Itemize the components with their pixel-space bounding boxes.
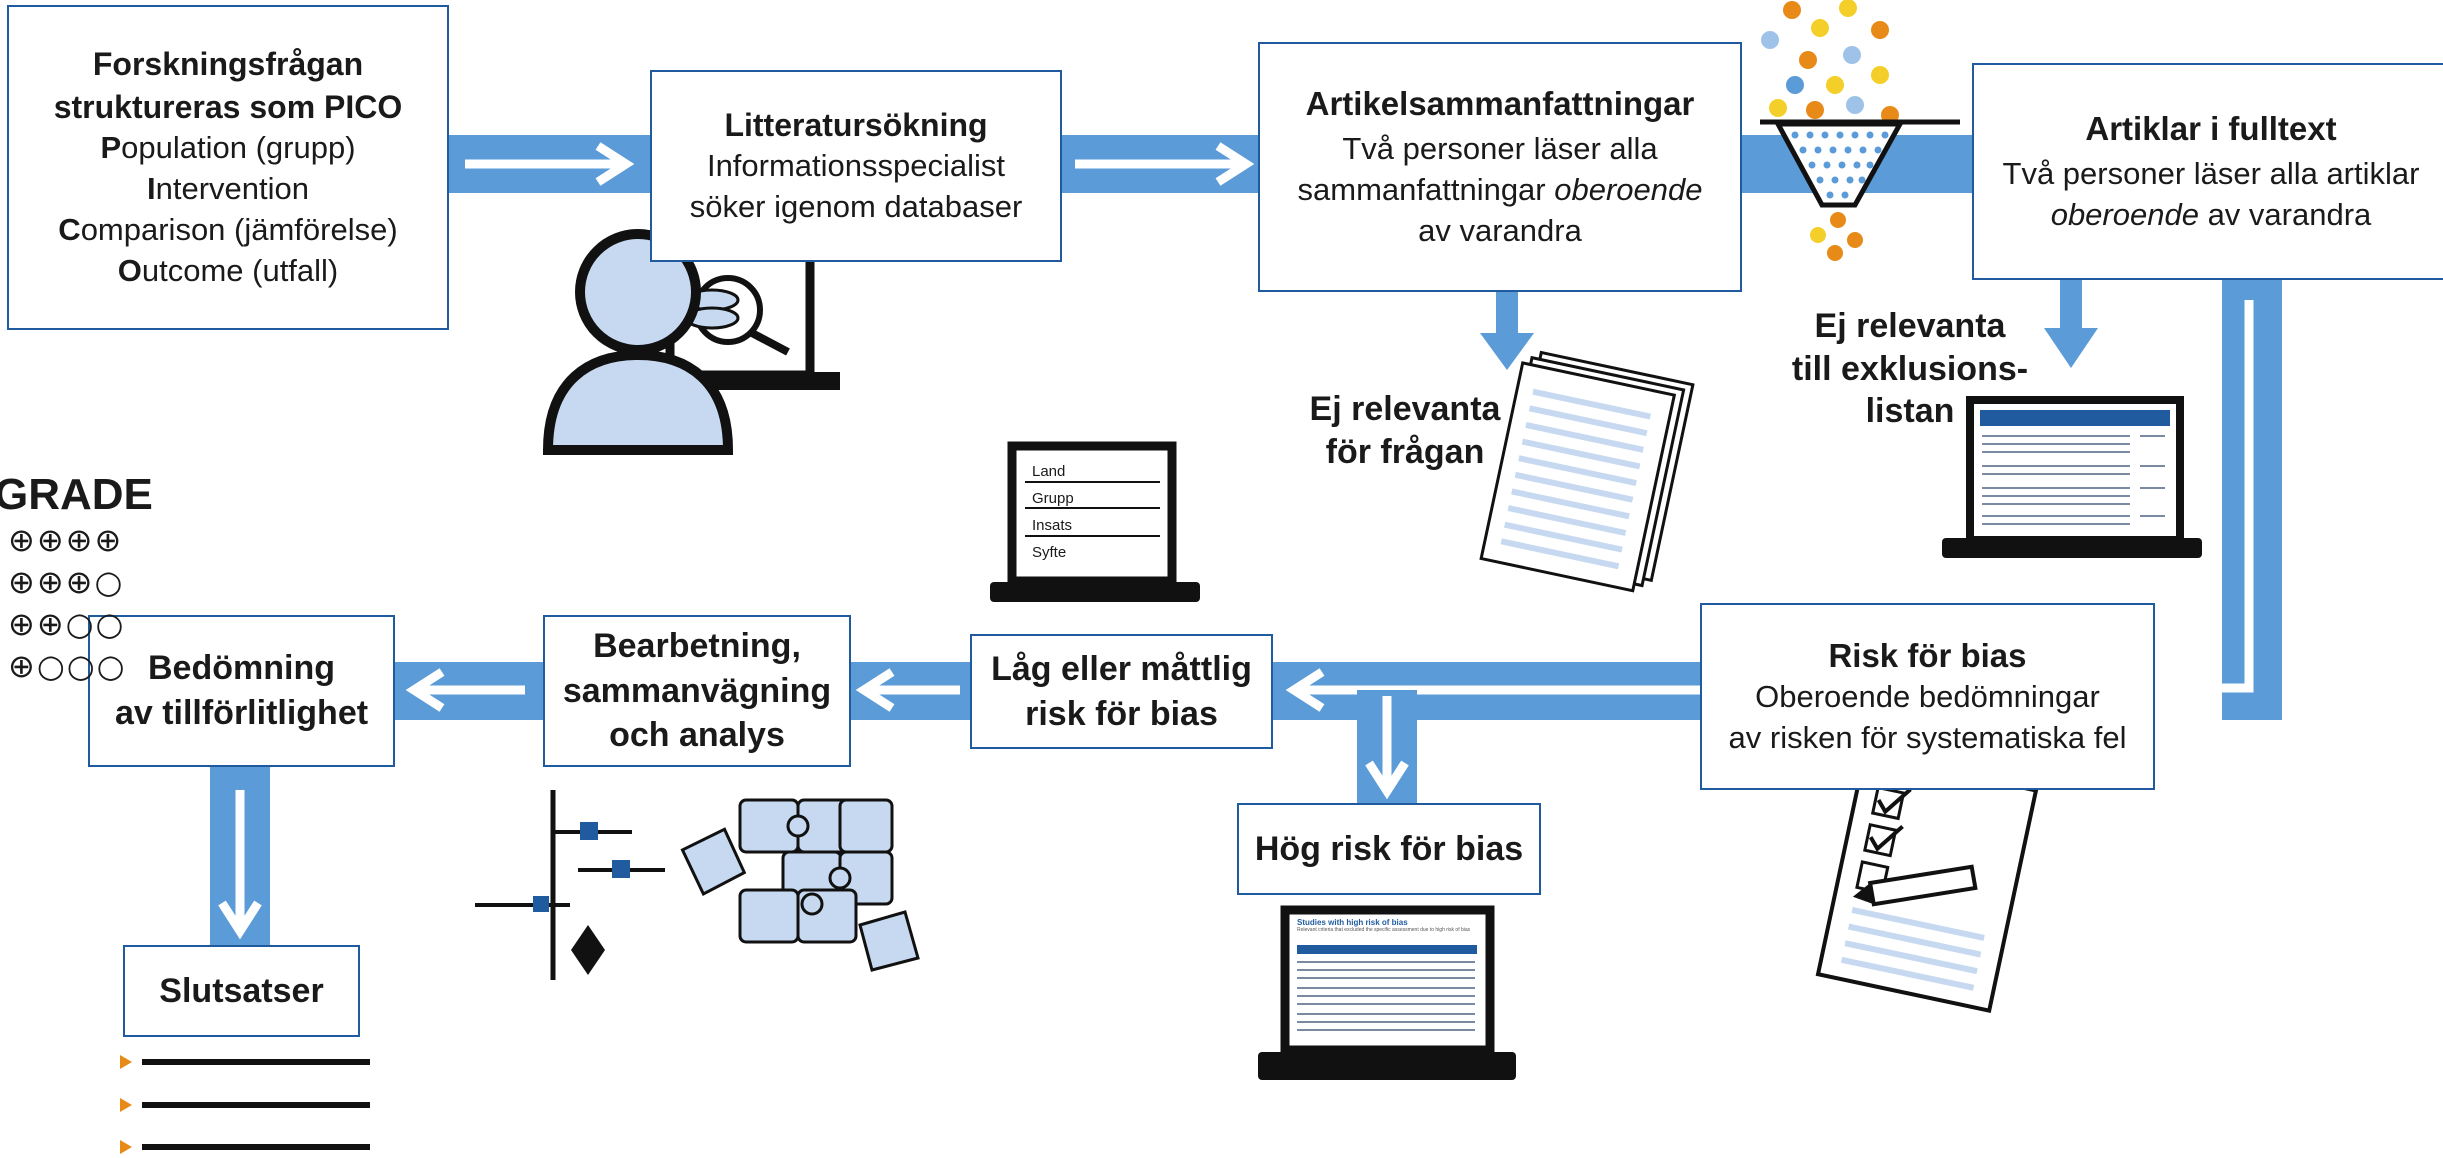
high-risk-box: Hög risk för bias xyxy=(1237,803,1541,895)
checklist-icon xyxy=(1815,751,2039,1013)
researcher-icon xyxy=(542,229,840,455)
pico-list-laptop-text: Land Grupp Insats Syfte xyxy=(1032,458,1074,566)
right-flow-arrow xyxy=(2180,300,2254,693)
risk-of-bias-title: Risk för bias xyxy=(1828,636,2027,674)
laptop-hog-sub: Relevant criteria that excluded the spec… xyxy=(1297,927,1471,933)
literature-search-box: Litteratursökning Informationsspecialist… xyxy=(650,70,1062,262)
grade-row-low: ⊕⊕○○ xyxy=(8,605,126,643)
low-risk-line-1: Låg eller måttlig xyxy=(991,649,1252,688)
not-relevant-question-label: Ej relevanta för frågan xyxy=(1309,390,1501,471)
grade-row-very-low: ⊕○○○ xyxy=(8,647,127,685)
puzzle-icon xyxy=(680,798,920,972)
laptop-list-item: Insats xyxy=(1032,517,1073,534)
conclusions-list-icon xyxy=(120,1055,370,1154)
synthesis-line-1: Bearbetning, xyxy=(593,626,801,665)
synthesis-line-3: och analys xyxy=(609,716,785,755)
laptop-list-item: Grupp xyxy=(1032,490,1074,507)
certainty-line-2: av tillförlitlighet xyxy=(114,694,369,732)
pico-row-outcome: Outcome (utfall) xyxy=(117,252,339,288)
forest-plot-icon xyxy=(475,790,665,980)
low-moderate-risk-box: Låg eller måttlig risk för bias xyxy=(970,634,1273,749)
high-risk-laptop-icon xyxy=(1258,905,1516,1080)
abstracts-line-2: sammanfattningar oberoende xyxy=(1297,172,1703,208)
high-risk-title: Hög risk för bias xyxy=(1254,829,1524,868)
not-relevant-exclusion-label: Ej relevanta till exklusions- listan xyxy=(1791,307,2029,430)
laptop-hog-heading: Studies with high risk of bias xyxy=(1297,918,1408,927)
literature-search-line-2: söker igenom databaser xyxy=(689,189,1023,225)
fulltext-box: Artiklar i fulltext Två personer läser a… xyxy=(1972,63,2443,280)
certainty-line-1: Bedömning xyxy=(148,649,335,688)
conclusions-title: Slutsatser xyxy=(159,971,324,1010)
certainty-assessment-box: Bedömning av tillförlitlighet xyxy=(88,615,395,767)
top-flow-arrows xyxy=(465,142,1255,186)
fulltext-line-1: Två personer läser alla artiklar xyxy=(2002,156,2420,192)
pico-row-comparison: Comparison (jämförelse) xyxy=(58,211,398,247)
grade-title: GRADE xyxy=(0,470,153,519)
sieve-holes xyxy=(1791,131,1889,199)
literature-search-title: Litteratursökning xyxy=(724,106,988,143)
grade-row-high: ⊕⊕⊕⊕ xyxy=(8,521,124,559)
pico-box: Forskningsfrågan struktureras som PICO P… xyxy=(7,5,449,330)
risk-of-bias-line-1: Oberoende bedömningar xyxy=(1755,679,2100,715)
fulltext-line-2: oberoende av varandra xyxy=(2050,197,2372,233)
falling-dots xyxy=(1761,0,1899,124)
conclusions-box: Slutsatser xyxy=(123,945,360,1037)
risk-of-bias-line-2: av risken för systematiska fel xyxy=(1728,720,2127,756)
high-risk-laptop-text: Studies with high risk of bias Relevant … xyxy=(1297,918,1477,933)
synthesis-box: Bearbetning, sammanvägning och analys xyxy=(543,615,851,767)
exclusion-list-laptop-icon xyxy=(1942,396,2202,558)
abstracts-title: Artikelsammanfattningar xyxy=(1305,84,1695,122)
abstracts-line-3: av varandra xyxy=(1418,213,1582,249)
documents-icon xyxy=(1479,350,1695,593)
pico-title-2: struktureras som PICO xyxy=(53,88,403,125)
literature-search-line-1: Informationsspecialist xyxy=(706,148,1006,184)
laptop-list-item: Syfte xyxy=(1032,544,1067,561)
abstracts-box: Artikelsammanfattningar Två personer läs… xyxy=(1258,42,1742,292)
sifted-dots xyxy=(1810,212,1863,261)
risk-of-bias-box: Risk för bias Oberoende bedömningar av r… xyxy=(1700,603,2155,790)
exclusion-arrow-1 xyxy=(1480,290,1534,370)
pico-row-population: Population (grupp) xyxy=(100,129,356,165)
grade-row-moderate: ⊕⊕⊕○ xyxy=(8,563,125,601)
exclusion-arrow-2 xyxy=(2044,275,2098,368)
pico-list-laptop-icon xyxy=(990,441,1200,602)
abstracts-line-1: Två personer läser alla xyxy=(1342,131,1658,167)
laptop-list-item: Land xyxy=(1032,463,1066,480)
synthesis-line-2: sammanvägning xyxy=(562,671,832,710)
pico-title-1: Forskningsfrågan xyxy=(92,46,364,83)
pico-row-intervention: Intervention xyxy=(146,170,309,206)
low-risk-line-2: risk för bias xyxy=(1025,694,1218,733)
fulltext-title: Artiklar i fulltext xyxy=(2085,109,2337,147)
